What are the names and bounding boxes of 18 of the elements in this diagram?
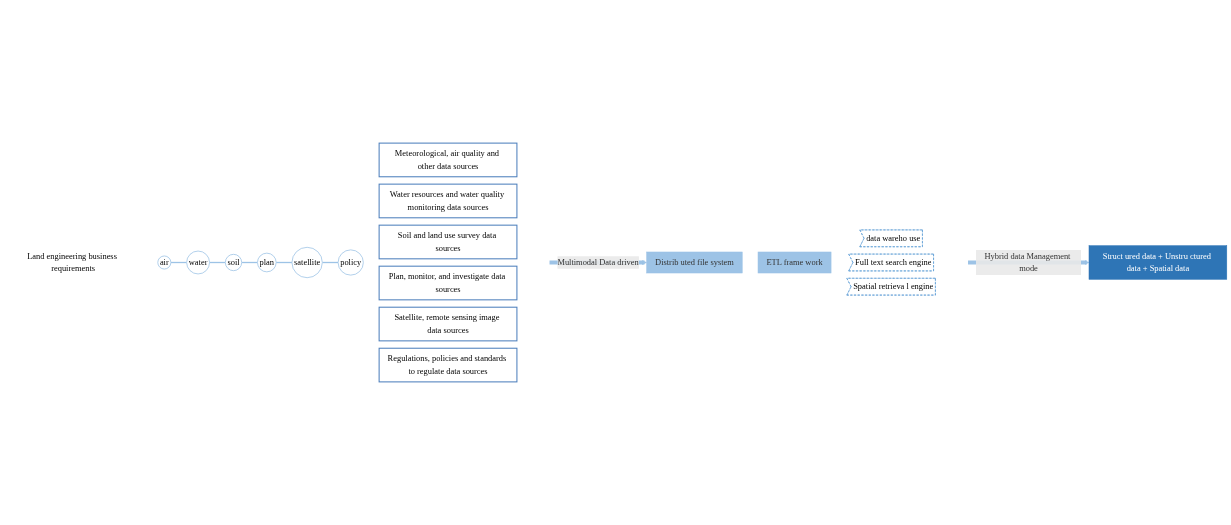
node-circle: plan (257, 252, 277, 273)
node-box: Regulations, policies and standards to regulate data sources (378, 347, 518, 383)
node-circle: satellite (291, 246, 323, 279)
node-circle: policy (337, 249, 364, 276)
node-circle: air (157, 255, 172, 270)
node-circle: soil (224, 253, 243, 272)
node-box: Water resources and water quality monitoring data sources (378, 183, 518, 219)
node-circle: water (186, 250, 210, 275)
node-text: Land engineering business requirements (27, 251, 117, 274)
node-box: Distrib uted file system (646, 251, 743, 274)
node-box: Meteorological, air quality and other data sources (378, 142, 518, 178)
edge-label: Multimodal Data driven (557, 257, 639, 267)
node-box: Struct ured data + Unstru ctured data + Spatial data (1088, 245, 1228, 280)
node-box: Satellite, remote sensing image data sources (378, 306, 518, 342)
node-box: Soil and land use survey data sources (378, 224, 518, 260)
edge-label: Hybrid data Management mode (984, 251, 1071, 274)
node-box: Plan, monitor, and investigate data sources (378, 265, 518, 301)
node-box: ETL frame work (757, 251, 832, 274)
